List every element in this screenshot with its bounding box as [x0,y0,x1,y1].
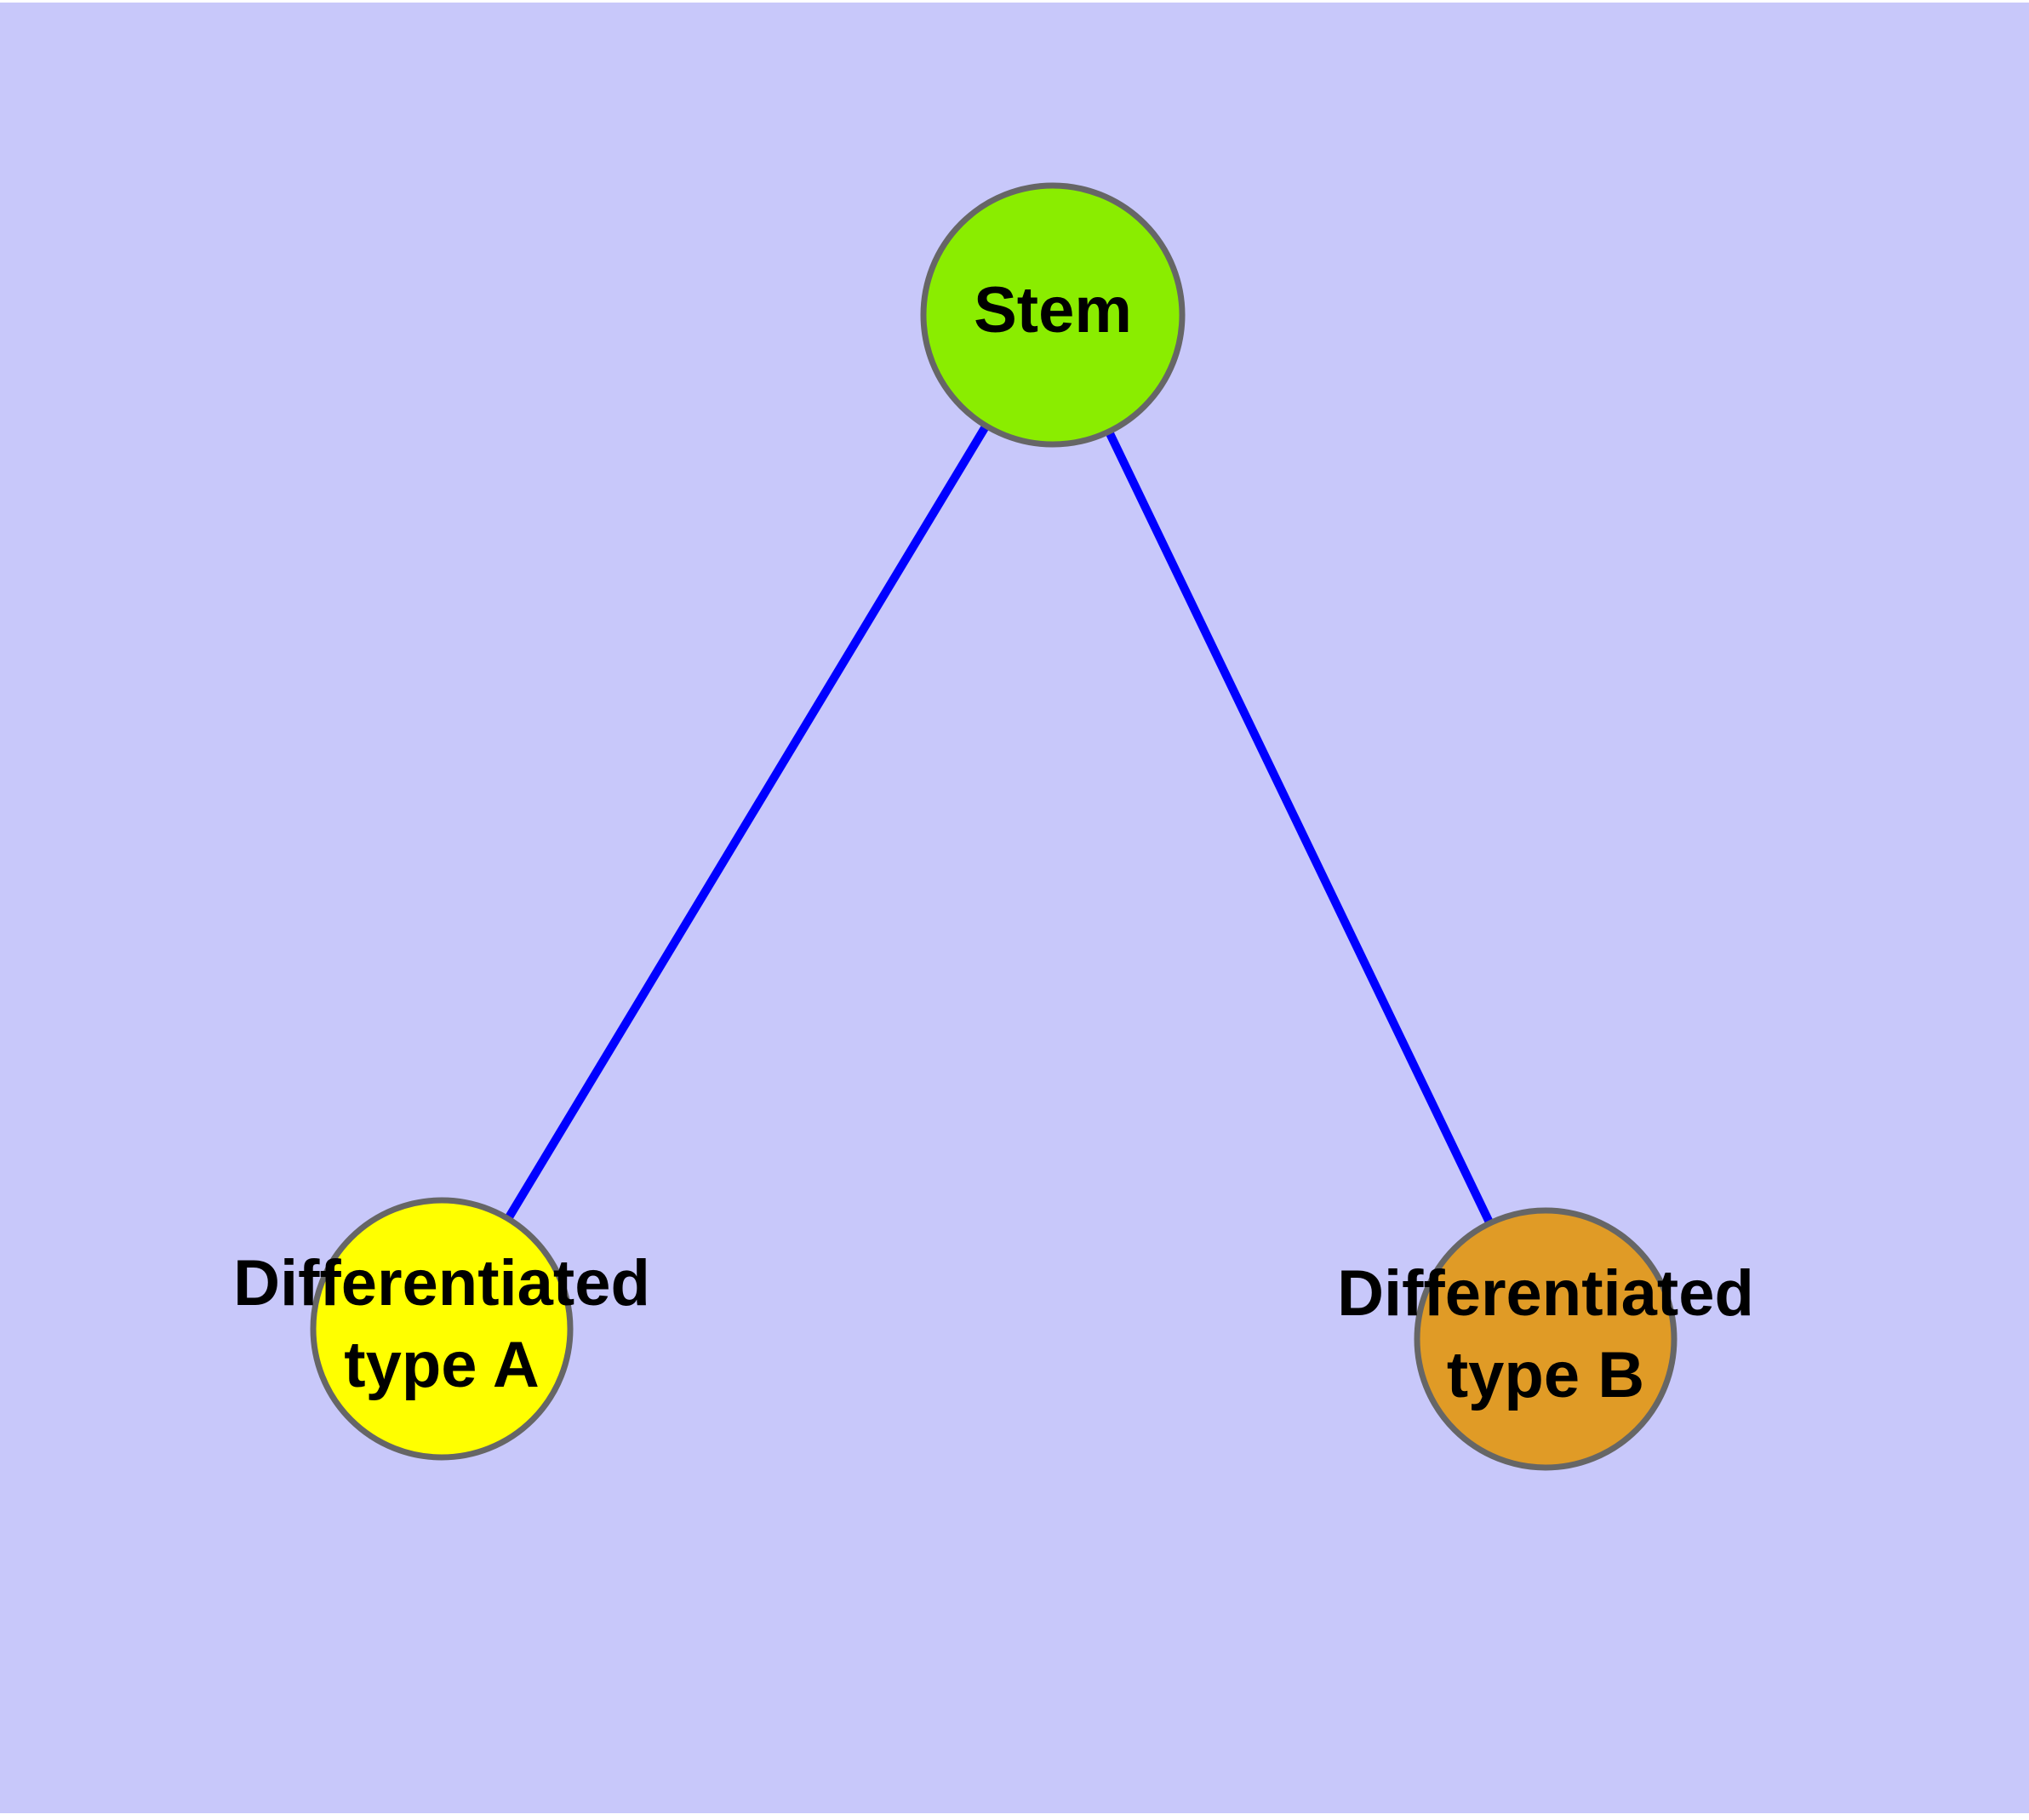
graph-node-label-line: type A [344,1329,539,1401]
graph-node-diff-b[interactable] [1414,1207,1677,1471]
edges-layer [502,421,1495,1228]
graph-node-stem[interactable] [920,182,1186,448]
graph-node-label-line: Stem [974,274,1132,346]
graph-node-label-line: type B [1447,1339,1644,1411]
graph-node-label-stem: Stem [974,274,1132,346]
graph-node-label-diff-b: Differentiated type B [1337,1257,1754,1411]
graph-edge[interactable] [502,421,992,1224]
graph-node-label-line: Differentiated [1337,1257,1754,1330]
graph-edge[interactable] [1103,426,1495,1228]
graph-node-label-diff-a: Differentiated type A [233,1247,650,1401]
graph-node-label-line: Differentiated [233,1247,650,1319]
graph-node-diff-a[interactable] [310,1197,574,1461]
nodes-layer [310,182,1677,1471]
